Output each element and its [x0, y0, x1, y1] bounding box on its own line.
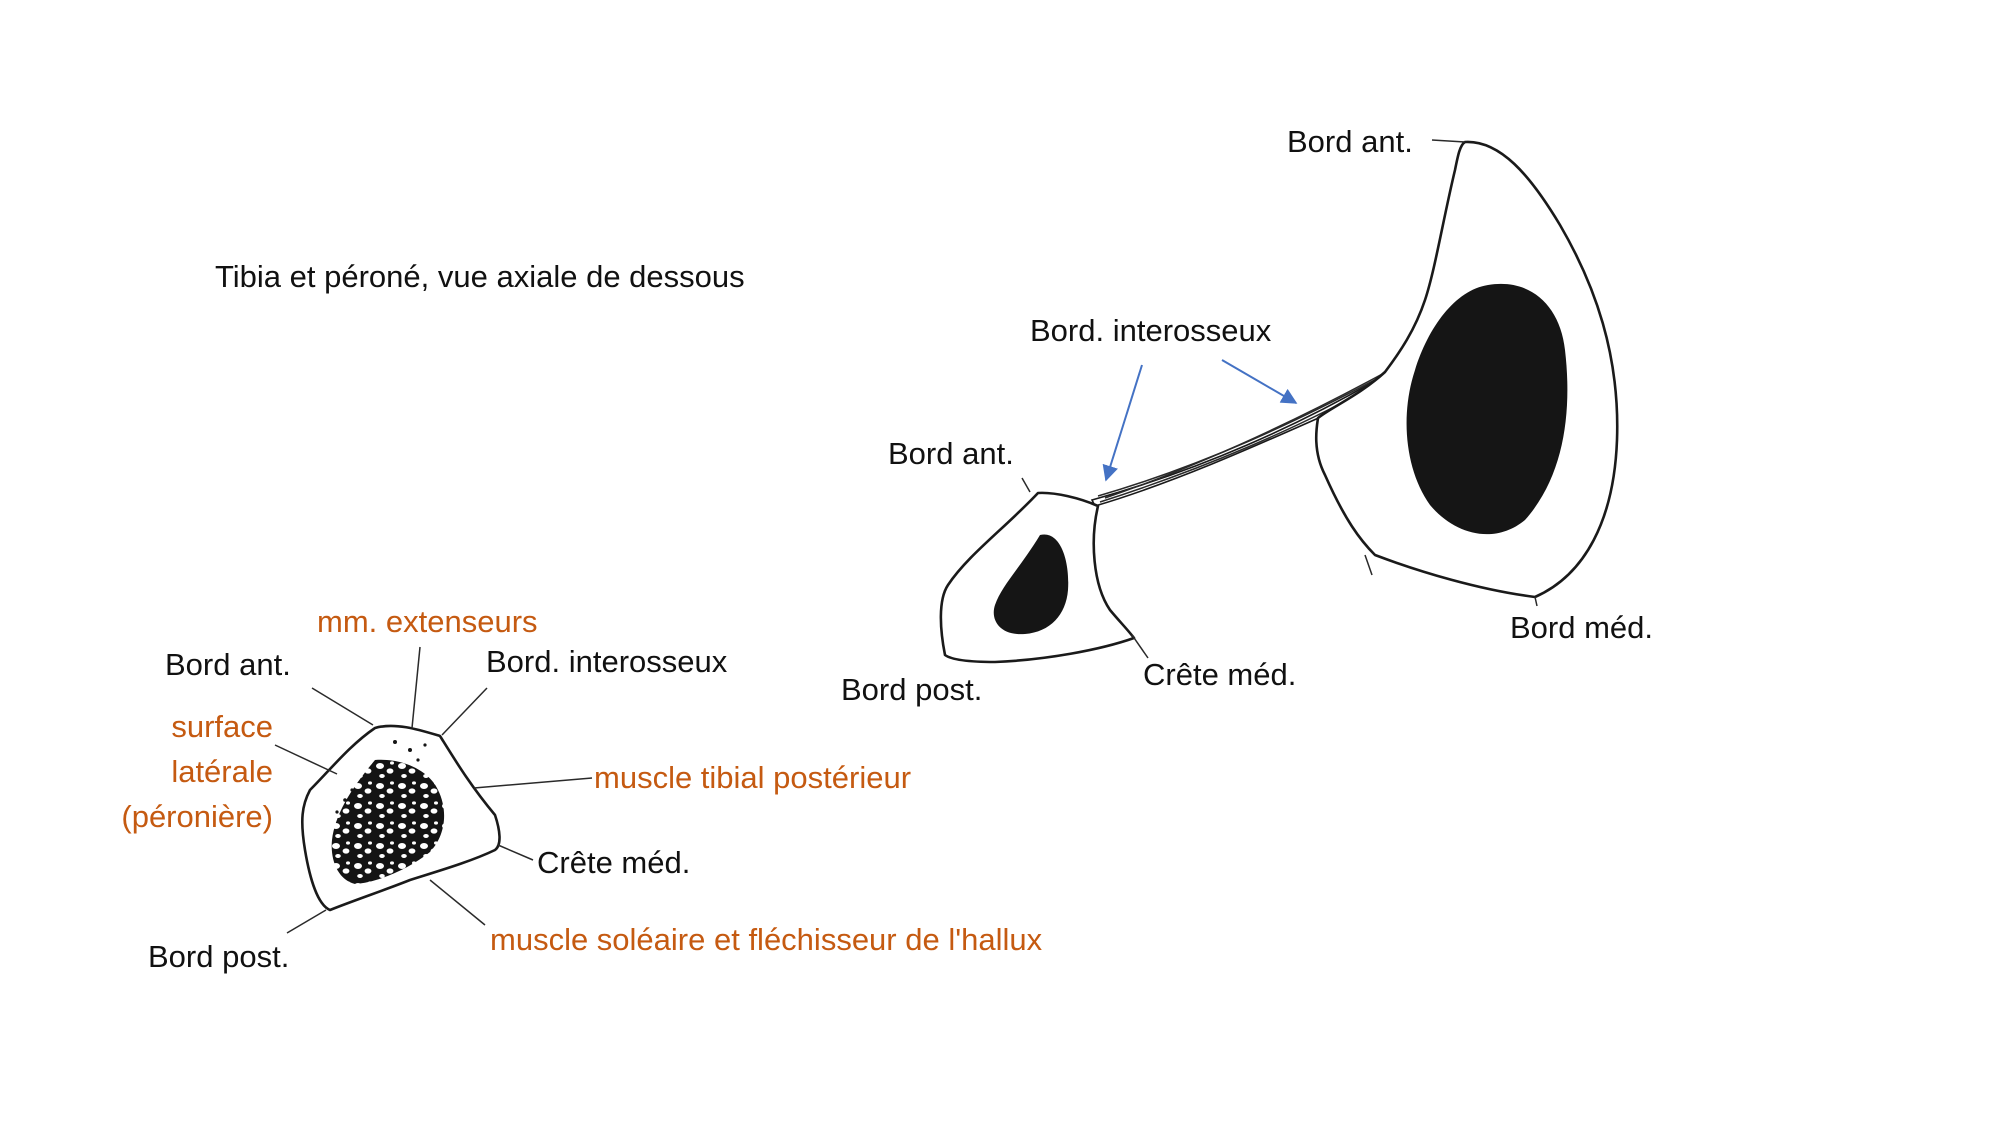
tibia-bord-med-label: Bord méd.	[1510, 610, 1653, 645]
surface-label-line1: surface	[171, 709, 273, 744]
surface-label-line3: (péronière)	[121, 799, 273, 834]
diagram-title: Tibia et péroné, vue axiale de dessous	[215, 259, 745, 294]
detail-crete-med-label: Crête méd.	[537, 845, 690, 880]
muscle-tibial-label: muscle tibial postérieur	[594, 760, 911, 795]
fibula-detail-figure: mm. extenseurs Bord ant. Bord. interosse…	[121, 604, 1042, 974]
fibula-bord-post-label: Bord post.	[841, 672, 982, 707]
interosseous-arrow-left	[1102, 364, 1143, 482]
surface-label-line2: latérale	[171, 754, 273, 789]
interosseous-label: Bord. interosseux	[1030, 313, 1272, 348]
mm-extenseurs-label: mm. extenseurs	[317, 604, 538, 639]
detail-bord-post-label: Bord post.	[148, 939, 289, 974]
muscle-soleaire-label: muscle soléaire et fléchisseur de l'hall…	[490, 922, 1043, 957]
fibula-bord-ant-label: Bord ant.	[888, 436, 1014, 471]
detail-bord-interosseux-label: Bord. interosseux	[486, 644, 728, 679]
fibula-crete-med-label: Crête méd.	[1143, 657, 1296, 692]
detail-bord-ant-label: Bord ant.	[165, 647, 291, 682]
fibula-cross-section	[939, 477, 1149, 664]
interosseous-arrow-right	[1221, 359, 1298, 404]
main-figure: Bord ant. Bord. interosseux Bord ant. Bo…	[841, 124, 1653, 707]
tibia-cross-section	[1314, 140, 1619, 599]
tibia-bord-ant-label: Bord ant.	[1287, 124, 1413, 159]
